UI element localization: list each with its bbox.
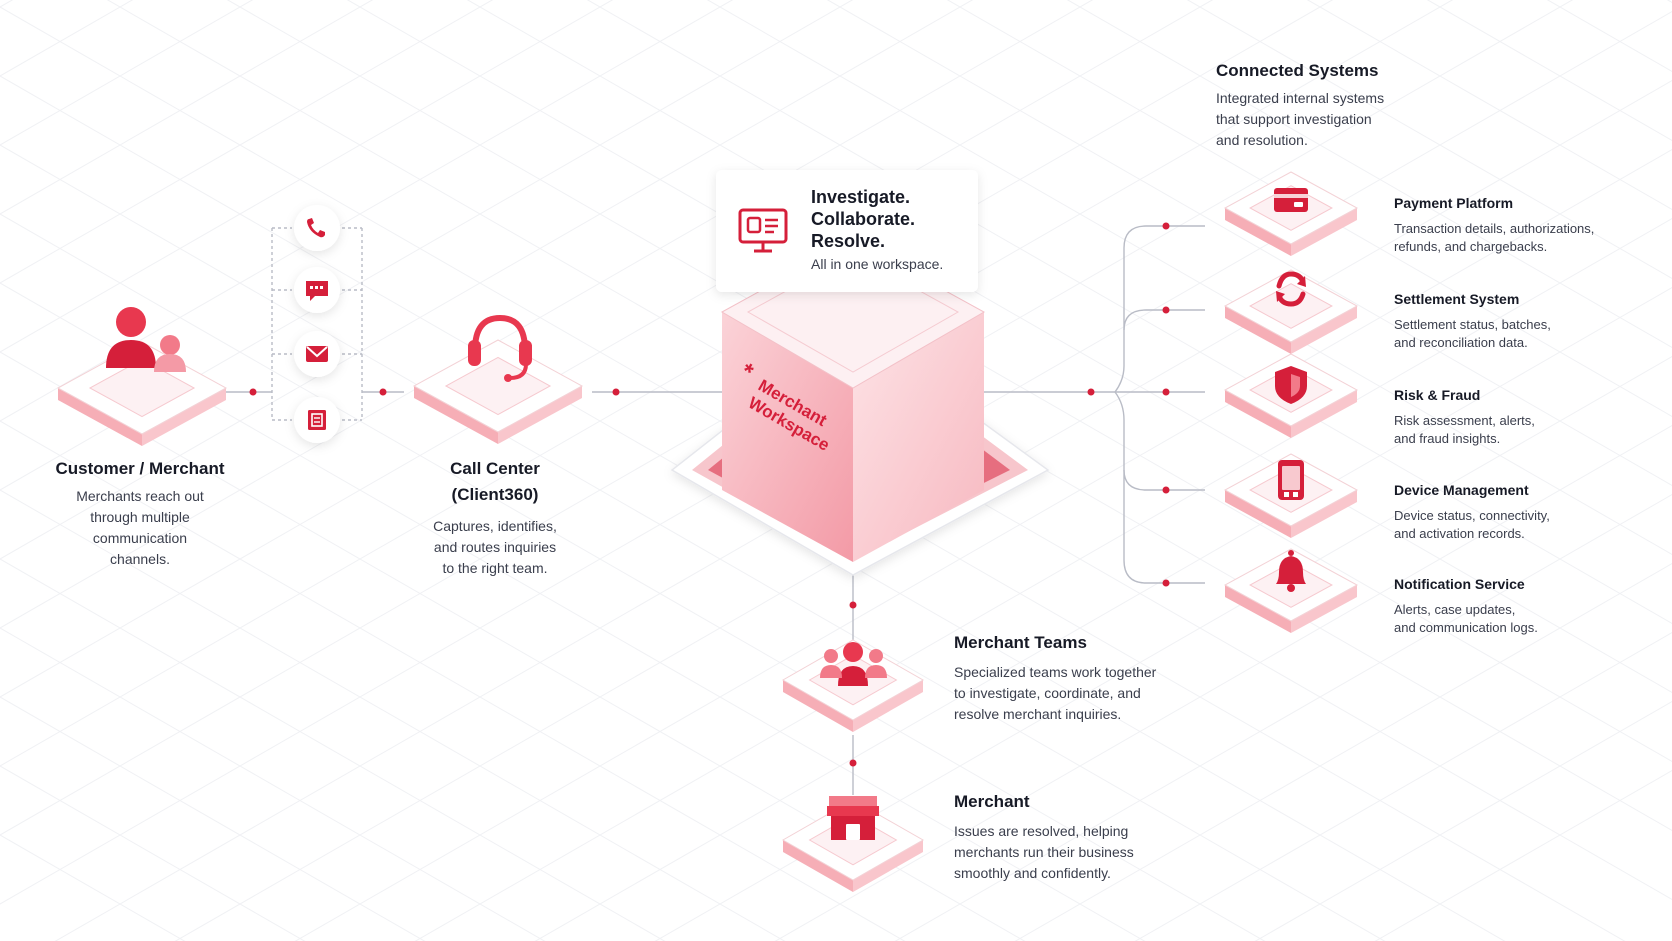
channel-icons <box>294 205 340 443</box>
tagline-line-3: Resolve. <box>811 231 886 251</box>
system-device-desc-1: Device status, connectivity, <box>1394 508 1550 523</box>
customer-title: Customer / Merchant <box>55 459 225 478</box>
headset-icon <box>468 314 532 382</box>
system-risk-title: Risk & Fraud <box>1394 387 1481 403</box>
phone-channel[interactable] <box>294 205 340 251</box>
monitor-icon <box>738 208 788 253</box>
connected-desc-3: and resolution. <box>1216 132 1308 148</box>
call-center-title-2: (Client360) <box>451 485 539 504</box>
device-icon <box>1278 460 1304 500</box>
system-notification-title: Notification Service <box>1394 576 1525 592</box>
tagline-line-2: Collaborate. <box>811 209 916 229</box>
system-device-title: Device Management <box>1394 482 1529 498</box>
customer-desc-4: channels. <box>110 551 170 567</box>
merchant-desc-3: smoothly and confidently. <box>954 865 1111 881</box>
system-risk-desc-2: and fraud insights. <box>1394 431 1501 446</box>
chat-channel[interactable] <box>294 267 340 313</box>
bell-icon <box>1276 550 1306 592</box>
teams-desc-3: resolve merchant inquiries. <box>954 706 1122 722</box>
customer-desc-1: Merchants reach out <box>76 488 204 504</box>
system-settlement-title: Settlement System <box>1394 291 1520 307</box>
form-channel[interactable] <box>294 397 340 443</box>
phone-icon <box>307 218 325 238</box>
system-payment-desc-1: Transaction details, authorizations, <box>1394 221 1595 236</box>
connected-desc-2: that support investigation <box>1216 111 1372 127</box>
call-center-title-1: Call Center <box>450 459 540 478</box>
system-settlement: Settlement System Settlement status, bat… <box>1394 290 1664 352</box>
store-icon <box>827 796 879 840</box>
chat-icon <box>306 281 328 301</box>
system-notification-desc-1: Alerts, case updates, <box>1394 602 1516 617</box>
system-device: Device Management Device status, connect… <box>1394 481 1664 543</box>
merchant-desc-1: Issues are resolved, helping <box>954 823 1129 839</box>
email-channel[interactable] <box>294 331 340 377</box>
system-risk-desc-1: Risk assessment, alerts, <box>1394 413 1535 428</box>
teams-desc-2: to investigate, coordinate, and <box>954 685 1141 701</box>
tagline-text: Investigate. Collaborate. Resolve. All i… <box>811 186 971 274</box>
connector-dots <box>249 222 1170 767</box>
customers-icon <box>106 307 186 372</box>
system-payment-title: Payment Platform <box>1394 195 1514 211</box>
system-notification: Notification Service Alerts, case update… <box>1394 575 1664 637</box>
teams-text: Merchant Teams Specialized teams work to… <box>954 632 1214 725</box>
tagline-card <box>716 170 978 292</box>
form-icon <box>308 410 326 430</box>
connected-desc-1: Integrated internal systems <box>1216 90 1385 106</box>
workspace-cube <box>670 239 1050 576</box>
system-notification-desc-2: and communication logs. <box>1394 620 1538 635</box>
merchant-desc-2: merchants run their business <box>954 844 1134 860</box>
system-payment: Payment Platform Transaction details, au… <box>1394 194 1664 256</box>
call-center-desc-3: to the right team. <box>442 560 548 576</box>
call-center-text: Call Center (Client360) Captures, identi… <box>400 458 590 579</box>
sync-icon <box>1276 271 1306 307</box>
call-center-desc-2: and routes inquiries <box>433 539 557 555</box>
customer-desc-3: communication <box>92 530 188 546</box>
email-icon <box>306 346 328 362</box>
system-device-desc-2: and activation records. <box>1394 526 1525 541</box>
customer-desc-2: through multiple <box>90 509 190 525</box>
teams-desc-1: Specialized teams work together <box>954 664 1157 680</box>
teams-title: Merchant Teams <box>954 633 1087 652</box>
tagline-line-1: Investigate. <box>811 187 911 207</box>
shield-icon <box>1275 366 1307 404</box>
call-center-desc-1: Captures, identifies, <box>433 518 557 534</box>
merchant-title: Merchant <box>954 792 1030 811</box>
customer-text: Customer / Merchant Merchants reach out … <box>42 458 238 570</box>
team-icon <box>820 642 887 686</box>
connected-title: Connected Systems <box>1216 61 1379 80</box>
merchant-text: Merchant Issues are resolved, helping me… <box>954 791 1214 884</box>
systems-platforms <box>1223 171 1359 633</box>
system-risk: Risk & Fraud Risk assessment, alerts, an… <box>1394 386 1664 448</box>
system-settlement-desc-1: Settlement status, batches, <box>1394 317 1551 332</box>
call-center-platform <box>412 339 584 444</box>
card-icon <box>1274 188 1308 212</box>
connected-systems-header: Connected Systems Integrated internal sy… <box>1216 60 1446 151</box>
tagline-sub: All in one workspace. <box>811 256 944 272</box>
system-payment-desc-2: refunds, and chargebacks. <box>1394 239 1548 254</box>
system-settlement-desc-2: and reconciliation data. <box>1394 335 1528 350</box>
